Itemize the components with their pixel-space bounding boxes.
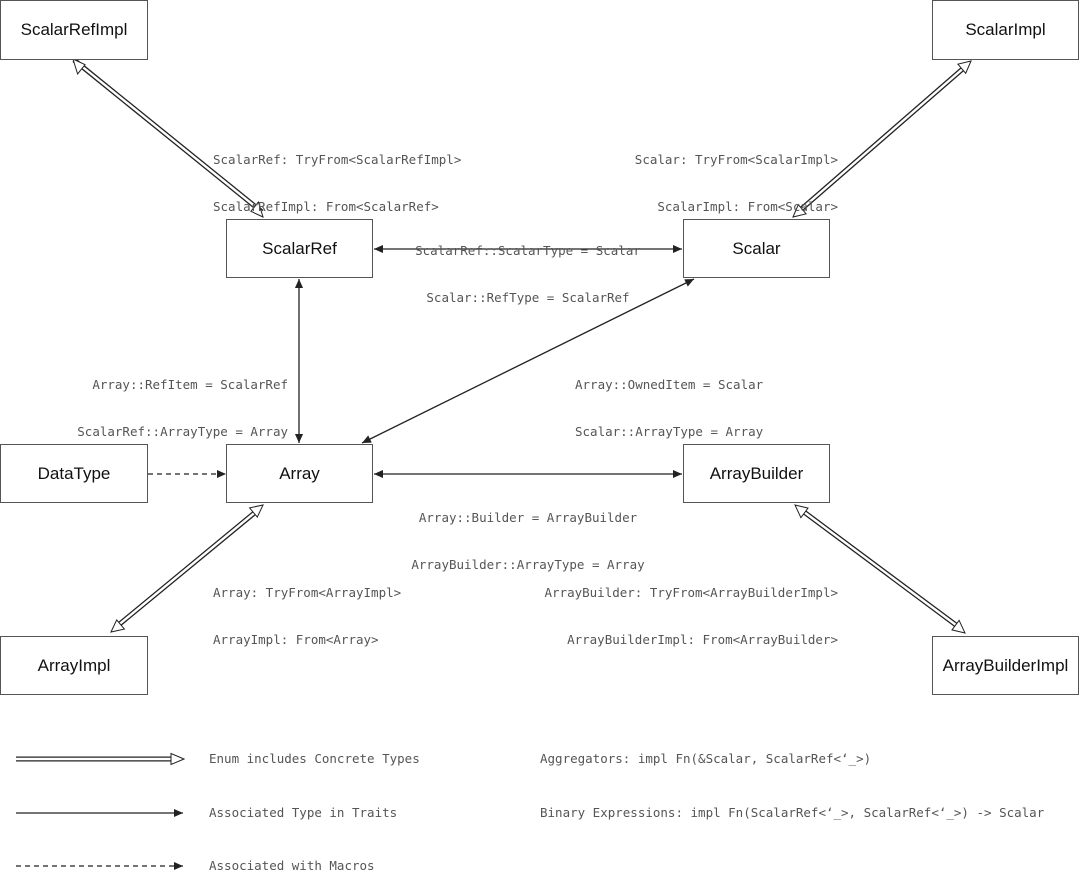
- label-line: ScalarRef::ArrayType = Array: [77, 423, 288, 439]
- node-array-impl: ArrayImpl: [0, 636, 148, 695]
- label-line: ArrayBuilder: TryFrom<ArrayBuilderImpl>: [544, 585, 839, 600]
- legend-enum-label: Enum includes Concrete Types: [209, 751, 420, 766]
- enum-arrow-scalarrefimpl-scalarref: [72, 58, 264, 218]
- node-data-type: DataType: [0, 444, 148, 503]
- label-array-arraybuilder: Array::Builder = ArrayBuilder ArrayBuild…: [378, 479, 678, 603]
- legend-enum-sample: [16, 752, 186, 766]
- label-line: ScalarRef: TryFrom<ScalarRefImpl>: [213, 152, 462, 167]
- label-line: Scalar::RefType = ScalarRef: [426, 289, 630, 305]
- legend-macro-label: Associated with Macros: [209, 858, 375, 873]
- label-line: ArrayImpl: From<Array>: [213, 631, 379, 647]
- label-line: Array::OwnedItem = Scalar: [575, 377, 764, 392]
- label-line: Scalar: TryFrom<ScalarImpl>: [634, 152, 838, 167]
- node-array: Array: [226, 444, 373, 503]
- legend-binary-expressions-note: Binary Expressions: impl Fn(ScalarRef<‘_…: [540, 805, 1045, 820]
- label-array-scalar: Array::OwnedItem = Scalar Scalar::ArrayT…: [575, 346, 763, 470]
- legend-aggregators-note: Aggregators: impl Fn(&Scalar, ScalarRef<…: [540, 751, 872, 766]
- label-line: Array: TryFrom<ArrayImpl>: [213, 585, 402, 600]
- label-array-scalarref: Array::RefItem = ScalarRef ScalarRef::Ar…: [77, 346, 288, 470]
- label-line: Array::RefItem = ScalarRef: [92, 377, 288, 392]
- enum-arrow-scalarimpl-scalar: [792, 60, 972, 218]
- label-line: Scalar::ArrayType = Array: [575, 423, 764, 439]
- label-line: ScalarRefImpl: From<ScalarRef>: [213, 198, 439, 214]
- label-line: ScalarImpl: From<Scalar>: [657, 198, 838, 214]
- node-array-builder: ArrayBuilder: [683, 444, 830, 503]
- node-scalar-impl: ScalarImpl: [932, 0, 1079, 60]
- label-line: Array::Builder = ArrayBuilder: [418, 510, 638, 525]
- node-array-builder-impl: ArrayBuilderImpl: [932, 636, 1079, 695]
- label-line: ArrayBuilderImpl: From<ArrayBuilder>: [567, 631, 838, 647]
- label-arrayimpl-conversion: Array: TryFrom<ArrayImpl> ArrayImpl: Fro…: [213, 554, 401, 678]
- label-arraybuilderimpl-conversion: ArrayBuilder: TryFrom<ArrayBuilderImpl> …: [545, 554, 839, 678]
- label-line: ArrayBuilder::ArrayType = Array: [411, 556, 645, 572]
- enum-arrow-arrayimpl-array: [110, 504, 264, 633]
- label-scalarref-scalar: ScalarRef::ScalarType = Scalar Scalar::R…: [378, 212, 678, 336]
- label-line: ScalarRef::ScalarType = Scalar: [415, 243, 641, 258]
- node-scalar: Scalar: [683, 219, 830, 278]
- assoc-arrow-array-scalar: [361, 278, 695, 444]
- legend-assoc-label: Associated Type in Traits: [209, 805, 398, 820]
- enum-arrow-arraybuilderimpl-arraybuilder: [794, 504, 966, 634]
- label-scalarrefimpl-conversion: ScalarRef: TryFrom<ScalarRefImpl> Scalar…: [213, 121, 461, 245]
- node-scalar-ref: ScalarRef: [226, 219, 373, 278]
- node-scalar-ref-impl: ScalarRefImpl: [0, 0, 148, 60]
- label-scalarimpl-conversion: Scalar: TryFrom<ScalarImpl> ScalarImpl: …: [635, 121, 838, 245]
